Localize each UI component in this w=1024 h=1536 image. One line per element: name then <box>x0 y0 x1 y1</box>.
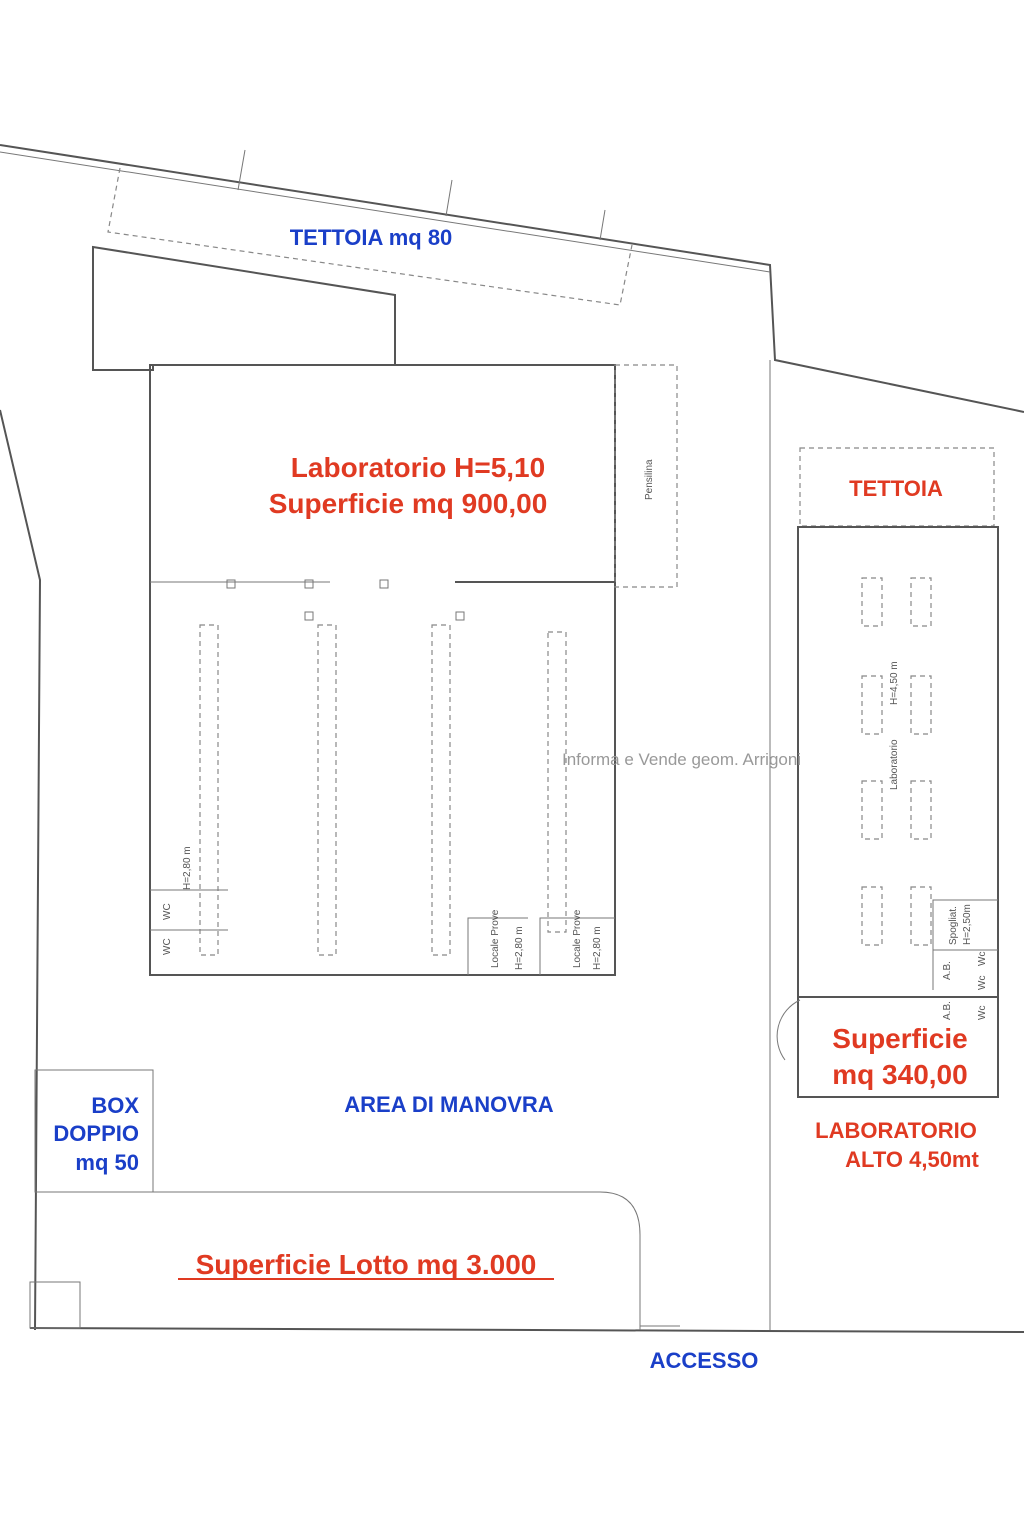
tettoia-right-label: TETTOIA <box>849 476 943 501</box>
lot-boundary <box>0 144 1024 1333</box>
wc-label-2: WC <box>162 938 173 955</box>
locale-prove-1-height: H=2,80 m <box>514 926 525 970</box>
superficie-lotto-label: Superficie Lotto mq 3.000 <box>196 1249 537 1280</box>
right-laboratory <box>776 447 999 1098</box>
lab-right-area-2: mq 340,00 <box>832 1059 967 1090</box>
locale-prove-2-height: H=2,80 m <box>592 926 603 970</box>
spogliatoio-height: H=2,50m <box>962 904 973 945</box>
box-label-1: BOX <box>91 1093 139 1118</box>
lab-right-caption-1: LABORATORIO <box>815 1118 977 1143</box>
pensilina-label: Pensilina <box>644 459 655 500</box>
box-label-3: mq 50 <box>75 1150 139 1175</box>
lab-right-name: Laboratorio <box>889 739 900 790</box>
locale-prove-2: Locale Prove <box>572 909 583 968</box>
accesso-label: ACCESSO <box>650 1348 759 1373</box>
wc-label-1: WC <box>162 903 173 920</box>
area-manovra-label: AREA DI MANOVRA <box>344 1092 554 1117</box>
lab-main-area: Superficie mq 900,00 <box>269 488 548 519</box>
lab-right-area-1: Superficie <box>832 1023 967 1054</box>
tettoia-top-label: TETTOIA mq 80 <box>290 225 453 250</box>
spogliatoio-label: Spogliat. <box>948 906 959 945</box>
ab-label-1: A.B. <box>942 961 953 980</box>
tettoia-top-outline <box>107 149 633 306</box>
wc-right-3: Wc <box>977 1006 988 1020</box>
lab-main-title: Laboratorio H=5,10 <box>291 452 545 483</box>
wc-height: H=2,80 m <box>182 846 193 890</box>
locale-prove-1: Locale Prove <box>490 909 501 968</box>
watermark: Informa e Vende geom. Arrigoni <box>562 750 801 769</box>
lab-right-caption-2: ALTO 4,50mt <box>845 1147 979 1172</box>
ab-label-2: A.B. <box>942 1001 953 1020</box>
wc-right-2: Wc <box>977 976 988 990</box>
main-laboratory <box>92 245 678 976</box>
box-label-2: DOPPIO <box>53 1121 139 1146</box>
wc-right-1: Wc <box>977 952 988 966</box>
lab-right-height: H=4,50 m <box>889 661 900 705</box>
